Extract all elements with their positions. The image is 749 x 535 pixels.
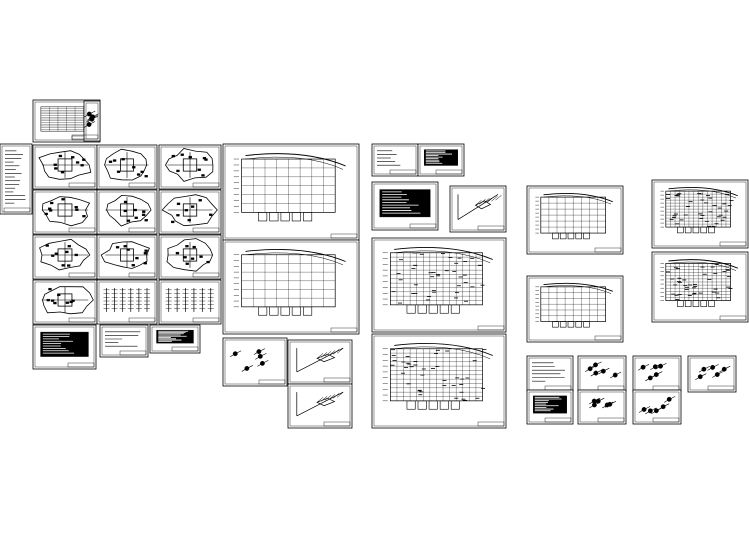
drawing-sheet-30 [526,185,624,255]
drawing-sheet-9 [158,189,222,235]
drawing-sheet-38 [632,355,682,393]
drawing-sheet-39 [632,389,682,425]
drawing-sheet-11 [96,234,158,280]
drawing-sheet-25 [417,143,465,177]
drawing-sheet-26 [371,181,439,231]
drawing-sheet-2 [71,100,101,142]
drawing-sheet-4 [32,144,98,190]
drawing-sheet-10 [32,234,98,280]
drawing-sheet-6 [158,144,222,190]
drawing-sheet-7 [32,189,98,235]
drawing-sheet-24 [371,143,419,177]
drawing-sheet-19 [222,143,360,241]
drawing-sheet-21 [222,337,288,387]
drawing-sheet-28 [371,237,507,333]
drawing-sheet-29 [371,333,507,429]
drawing-sheet-17 [99,324,149,358]
drawing-sheet-5 [96,144,158,190]
drawing-sheet-12 [158,234,222,280]
drawing-sheet-16 [32,324,97,370]
drawing-sheet-32 [651,179,749,249]
drawing-sheet-36 [577,355,627,393]
drawing-sheet-15 [158,279,222,325]
drawing-sheet-8 [96,189,158,235]
drawing-sheet-14 [96,279,158,325]
drawing-sheet-37 [577,389,627,425]
drawing-sheet-35 [526,389,574,425]
drawing-sheet-31 [526,275,624,343]
drawing-sheet-18 [149,324,201,354]
drawing-sheet-27 [449,185,507,233]
drawing-sheet-40 [687,355,737,393]
drawing-sheet-13 [32,279,98,325]
drawing-sheet-3 [0,143,33,215]
drawing-sheet-22 [287,339,353,385]
drawing-sheet-20 [222,239,360,335]
drawing-sheet-34 [526,355,574,393]
drawing-sheet-33 [651,251,749,323]
drawing-sheet-23 [287,383,353,429]
